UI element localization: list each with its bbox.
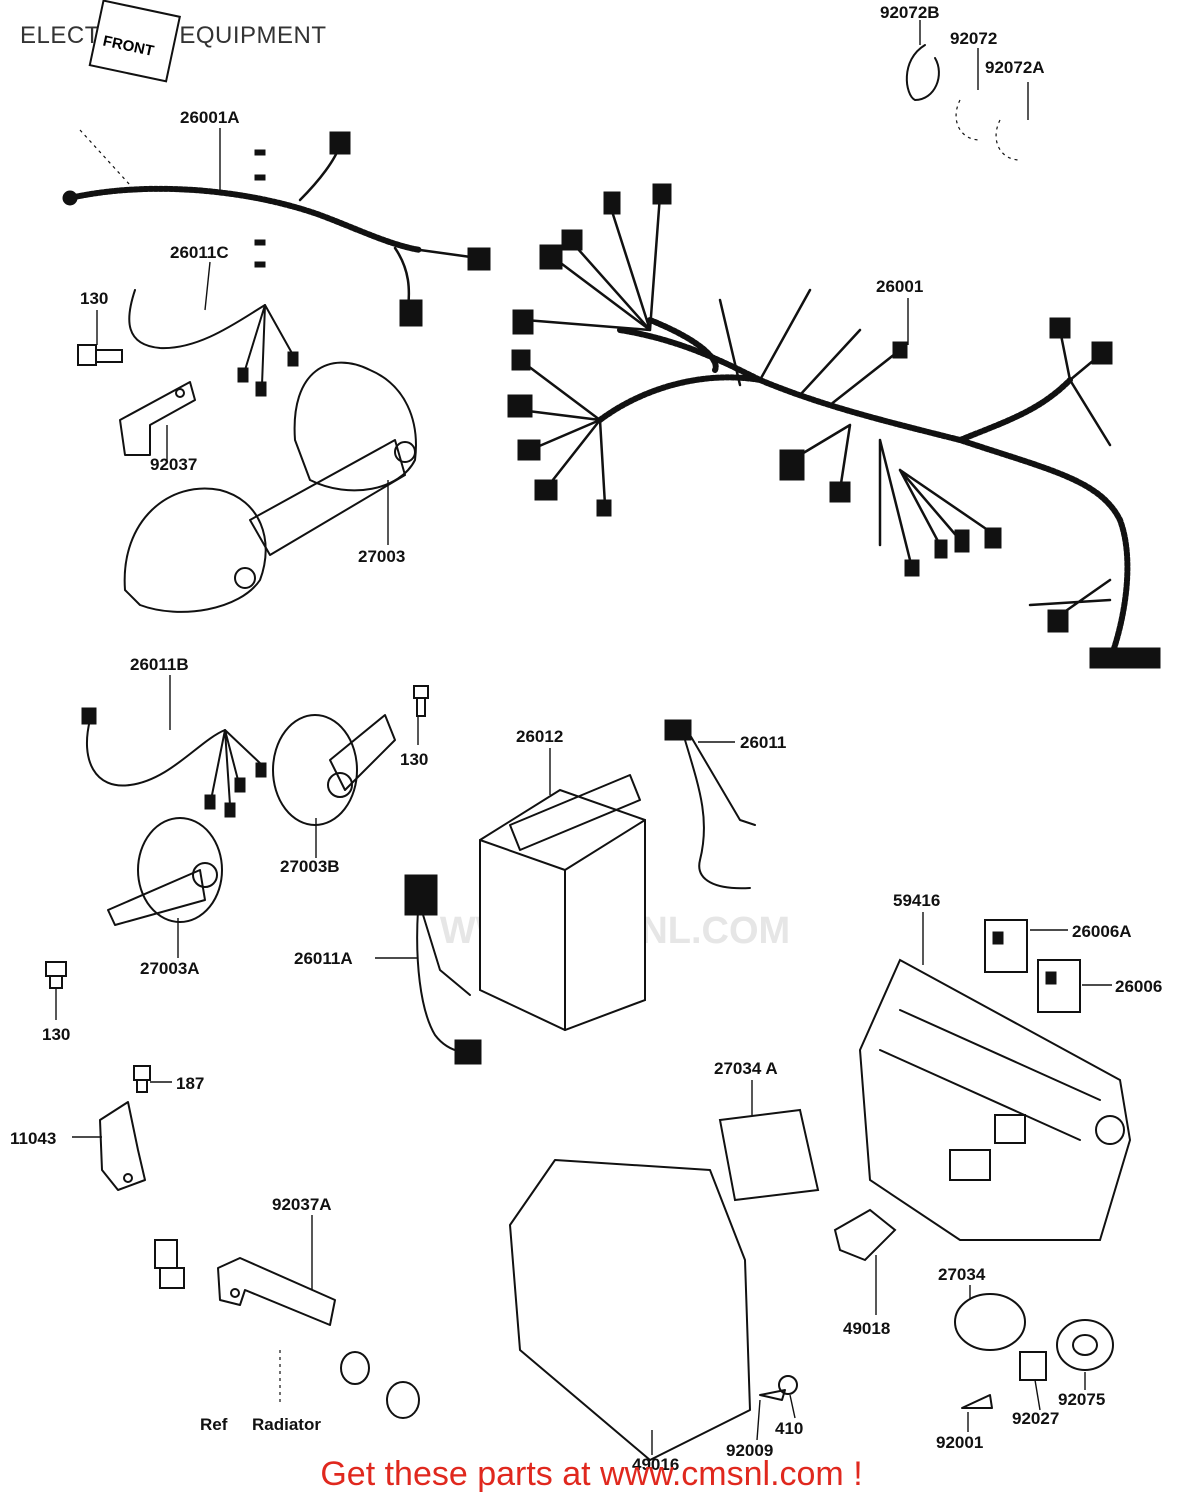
- bracket-92037: [119, 381, 196, 456]
- lead-26011a: [404, 874, 482, 1065]
- front-tag: FRONT: [88, 0, 181, 83]
- radiator-label: Radiator: [252, 1415, 321, 1434]
- lead-26011b: [81, 707, 267, 818]
- turn-signal-27003: [123, 361, 417, 613]
- cap-92075: [1056, 1319, 1114, 1371]
- part-label: 59416: [893, 891, 940, 910]
- battery-26012: [479, 774, 646, 1032]
- part-label: 26001A: [180, 108, 240, 127]
- clips-92072: [905, 44, 1021, 161]
- part-label: 49016: [632, 1455, 679, 1474]
- lead-26011c: [128, 289, 299, 397]
- part-label: 26011A: [294, 949, 353, 968]
- bolt-92001: [961, 1394, 993, 1409]
- bracket-92037a: [154, 1239, 336, 1326]
- part-label: 92037A: [272, 1195, 332, 1214]
- part-label: 92001: [936, 1433, 983, 1452]
- fuse-26006a: [984, 919, 1028, 973]
- part-label: 130: [80, 289, 108, 308]
- part-labels: 92072B 92072 92072A 26001A 26011C 130 92…: [10, 3, 1162, 1474]
- part-label: 92072: [950, 29, 997, 48]
- sub-harness-26001a: [62, 129, 491, 327]
- footer-link-text[interactable]: Get these parts at www.cmsnl.com !: [320, 1455, 863, 1493]
- part-label: 92037: [150, 455, 197, 474]
- bolt-130-lower: [45, 961, 67, 989]
- screw-92009: [759, 1389, 786, 1401]
- side-cover-49016: [509, 1159, 751, 1461]
- relay-27034a: [718, 1108, 820, 1202]
- part-label: 26001: [876, 277, 923, 296]
- part-label: 11043: [10, 1129, 56, 1148]
- bolt-130-middle: [413, 685, 429, 717]
- bolt-130-upper: [77, 344, 123, 366]
- part-label: 26011B: [130, 655, 189, 674]
- part-label: 26011: [740, 733, 786, 752]
- main-harness-26001: [507, 183, 1161, 669]
- bracket-11043: [99, 1101, 146, 1191]
- part-label: 130: [400, 750, 428, 769]
- part-label: 26006: [1115, 977, 1162, 996]
- part-label: 130: [42, 1025, 70, 1044]
- part-label: 92072A: [985, 58, 1045, 77]
- ref-label: Ref: [200, 1415, 228, 1434]
- part-label: 92009: [726, 1441, 773, 1460]
- radiator-grommets: [279, 1350, 420, 1419]
- part-label: 27003: [358, 547, 405, 566]
- part-label: 410: [775, 1419, 803, 1438]
- fuse-26006: [1037, 959, 1081, 1013]
- part-label: 49018: [843, 1319, 890, 1338]
- part-label: 26012: [516, 727, 563, 746]
- part-label: 27034: [938, 1265, 986, 1284]
- part-label: 26006A: [1072, 922, 1132, 941]
- turn-signal-27003b: [272, 714, 396, 826]
- part-label: 187: [176, 1074, 204, 1093]
- bolt-187: [133, 1065, 151, 1093]
- part-label: 27003B: [280, 857, 340, 876]
- turn-signal-27003a: [107, 817, 223, 926]
- lead-26011: [664, 719, 756, 890]
- part-label: 26011C: [170, 243, 229, 262]
- collar-92027: [1019, 1351, 1047, 1381]
- relay-27034: [954, 1293, 1026, 1351]
- part-label: 27003A: [140, 959, 200, 978]
- part-label: 92072B: [880, 3, 940, 22]
- part-label: 92075: [1058, 1390, 1105, 1409]
- leader-lines: [55, 20, 1112, 1455]
- part-label: 92027: [1012, 1409, 1059, 1428]
- part-label: 27034 A: [714, 1059, 778, 1078]
- fuse-box-59416: [858, 958, 1132, 1241]
- diode-49018: [833, 1208, 897, 1262]
